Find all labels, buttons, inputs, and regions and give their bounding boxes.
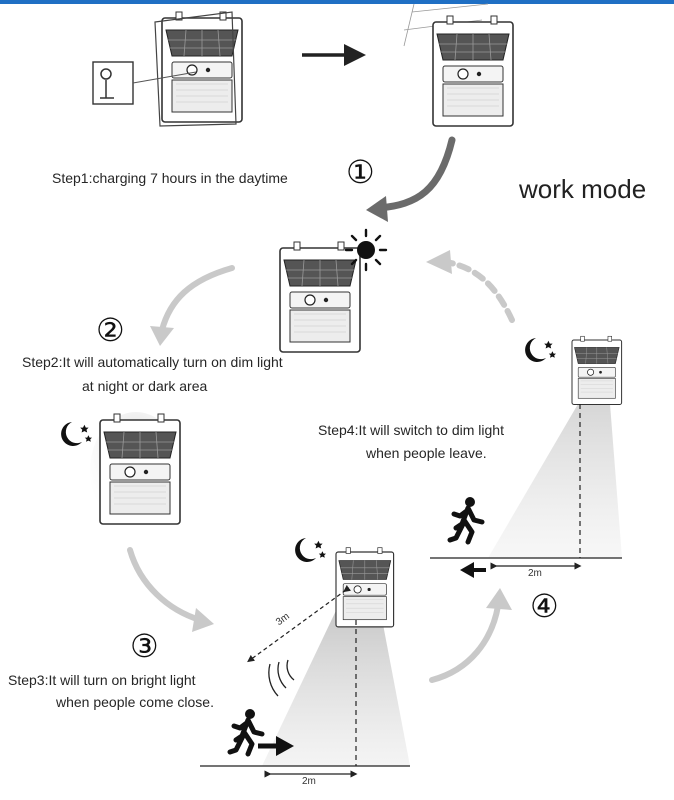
- step1-number-badge: ①: [346, 153, 375, 191]
- step1-lamp-charging: [92, 11, 243, 127]
- step3-lamp: [335, 547, 395, 628]
- arrow-step3-to-step4-icon: [429, 603, 501, 683]
- step2-text-line1: Step2:It will automatically turn on dim …: [22, 354, 283, 370]
- step1-next-arrow-icon: [302, 44, 366, 66]
- arrow-center-to-step2-icon: [159, 265, 235, 333]
- step3-running-person-icon: [230, 709, 262, 754]
- step2-lamp: [99, 413, 181, 525]
- step1-lamp-mounted: [403, 3, 514, 127]
- step2-number-badge: ②: [96, 311, 125, 349]
- step4-number-badge: ④: [530, 587, 559, 625]
- step1-text: Step1:charging 7 hours in the daytime: [52, 170, 288, 186]
- step3-text-line2: when people come close.: [56, 694, 214, 710]
- step4-dim-beam: [488, 404, 622, 558]
- step4-lamp: [571, 335, 623, 405]
- diagram-title: work mode: [519, 174, 647, 204]
- center-lamp: [279, 241, 361, 353]
- top-accent-bar: [0, 0, 674, 4]
- step3-distance-label: 2m: [302, 776, 316, 787]
- arrow-step1-to-step2-icon: [374, 136, 456, 212]
- arrow-step2-to-step3-icon: [127, 547, 203, 623]
- step4-moon-stars-icon: [525, 338, 556, 362]
- step3-number-badge: ③: [130, 627, 159, 665]
- switch-inset: [92, 61, 134, 105]
- step2-moon-stars-icon: [61, 422, 92, 446]
- sun-icon: [344, 228, 388, 272]
- step3-text-line1: Step3:It will turn on bright light: [8, 672, 196, 688]
- step4-distance-label: 2m: [528, 568, 542, 579]
- arrow-step4-to-center-icon: [443, 259, 515, 323]
- step4-text-line2: when people leave.: [366, 445, 487, 461]
- step4-leave-arrow-icon: [460, 562, 486, 578]
- step4-text-line1: Step4:It will switch to dim light: [318, 422, 504, 438]
- step4-running-person-icon: [450, 497, 482, 542]
- step2-text-line2: at night or dark area: [82, 378, 208, 394]
- step3-approach-arrow-icon: [258, 736, 294, 756]
- step3-moon-stars-icon: [295, 538, 326, 562]
- step3-motion-wave-icon: [268, 659, 295, 697]
- step3-bright-beam: [262, 598, 410, 766]
